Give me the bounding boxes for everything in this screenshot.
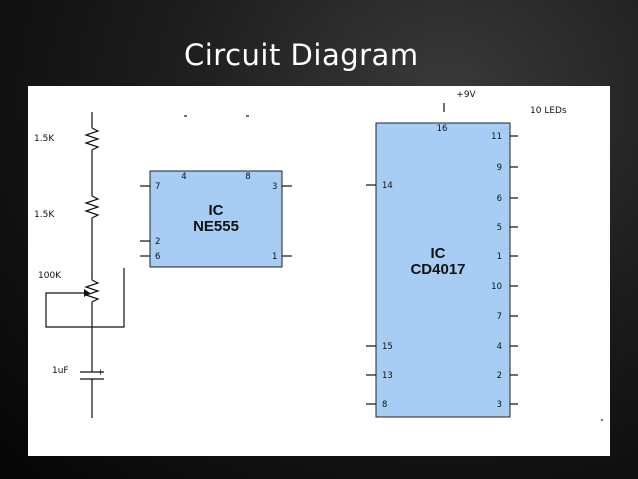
r2-label: 1.5K	[34, 210, 55, 220]
cd4017-pin-14: 14	[382, 181, 393, 191]
ne555-pin-3: 3	[272, 182, 277, 192]
ne555-pin-8: 8	[245, 172, 250, 182]
cd4017-label-name: CD4017	[410, 261, 465, 278]
cd4017-chip: IC CD4017 16 14 15 13 8 11 9 6 5 1 10 7 …	[366, 122, 518, 418]
cd4017-pin-3: 3	[497, 400, 502, 410]
slide-title: Circuit Diagram	[184, 38, 419, 72]
wiper-arrow	[84, 289, 90, 297]
ne555-chip: IC NE555 4 8 7 3 2 6 1	[140, 170, 292, 268]
cd4017-pin-10: 10	[491, 282, 502, 292]
pot-label: 100K	[38, 271, 62, 281]
cd4017-pin-8: 8	[382, 400, 387, 410]
cd4017-pin-13: 13	[382, 371, 393, 381]
ne555-pin-2: 2	[155, 237, 160, 247]
cd4017-pin-16: 16	[437, 124, 448, 134]
leds-label: 10 LEDs	[530, 106, 567, 116]
cd4017-pin-2: 2	[497, 371, 502, 381]
r1-label: 1.5K	[34, 134, 55, 144]
resistor-r2	[84, 195, 100, 219]
cd4017-pin-11: 11	[491, 132, 502, 142]
resistor-chain	[45, 112, 125, 418]
capacitor-label: 1uF	[52, 366, 69, 376]
cd4017-pin-7: 7	[497, 312, 502, 322]
cd4017-label-ic: IC	[431, 245, 446, 262]
diagram-panel	[28, 86, 610, 456]
ne555-pin-1: 1	[272, 252, 277, 262]
ne555-pin-6: 6	[155, 252, 160, 262]
cd4017-pin-4: 4	[497, 342, 502, 352]
capacitor-polarity: +	[97, 368, 104, 378]
cd4017-pin-1: 1	[497, 252, 502, 262]
ne555-label-ic: IC	[209, 202, 224, 219]
supply-label: +9V	[456, 90, 476, 100]
ne555-pin-4: 4	[181, 172, 186, 182]
ne555-pin-7: 7	[155, 182, 160, 192]
cd4017-pin-6: 6	[497, 194, 502, 204]
potentiometer	[84, 279, 100, 303]
cd4017-pin-5: 5	[497, 223, 502, 233]
cd4017-pin-9: 9	[497, 163, 502, 173]
resistor-r1	[84, 127, 100, 151]
ne555-label-name: NE555	[193, 218, 239, 235]
cd4017-pin-15: 15	[382, 342, 393, 352]
